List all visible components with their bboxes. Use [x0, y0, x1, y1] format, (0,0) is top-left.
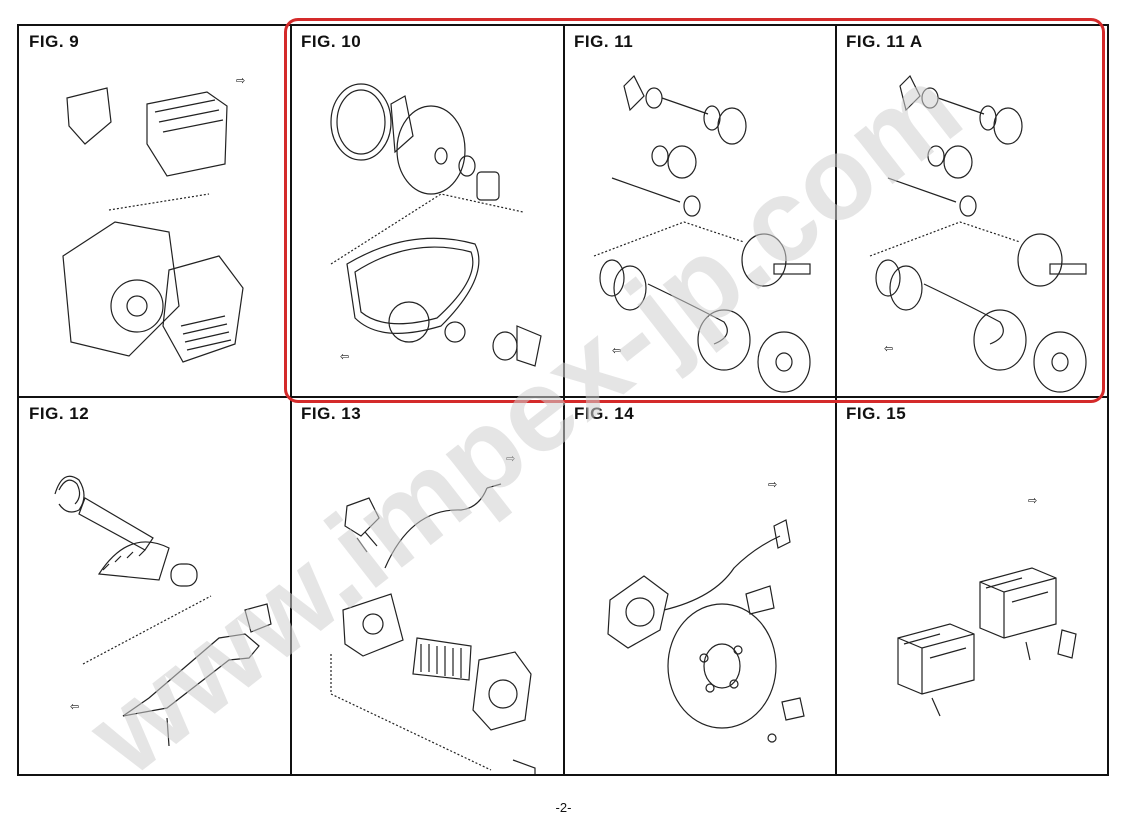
direction-arrow-icon: ⇨ [1028, 494, 1038, 507]
direction-arrow-icon: ⇦ [70, 700, 80, 713]
figure-label: FIG. 11 A [846, 32, 923, 51]
figure-label: FIG. 10 [301, 32, 362, 51]
figure-cell-13: FIG. 13 [291, 398, 563, 774]
fig13-illustration [330, 483, 536, 774]
direction-arrow-icon: ⇦ [340, 350, 350, 363]
figure-cell-15: FIG. 15 [836, 398, 1107, 774]
figure-label: FIG. 15 [846, 404, 907, 423]
page-number: -2- [555, 800, 572, 815]
fig9-illustration [62, 87, 244, 363]
figure-label: FIG. 11 [574, 32, 634, 51]
direction-arrow-icon: ⇦ [612, 344, 622, 357]
direction-arrow-icon: ⇨ [506, 452, 516, 465]
direction-arrow-icon: ⇨ [768, 478, 778, 491]
figure-cell-14: FIG. 14 [564, 398, 835, 774]
highlight-frame [284, 18, 1105, 403]
figure-label: FIG. 12 [29, 404, 90, 423]
figure-label: FIG. 13 [301, 404, 362, 423]
fig14-illustration [607, 519, 805, 743]
fig10-illustration [330, 83, 542, 367]
figure-cell-11a: FIG. 11 A [836, 26, 1107, 396]
direction-arrow-icon: ⇨ [236, 74, 246, 87]
figure-label: FIG. 14 [574, 404, 635, 423]
fig11-illustration [593, 74, 811, 393]
fig12-illustration [54, 475, 272, 747]
figure-label: FIG. 9 [29, 32, 80, 51]
fig15-illustration [897, 567, 1077, 717]
figure-cell-11: FIG. 11 [564, 26, 835, 396]
figure-cell-10: FIG. 10 [291, 26, 563, 396]
figure-cell-12: FIG. 12 [19, 398, 290, 774]
direction-arrow-icon: ⇦ [884, 342, 894, 355]
figure-cell-9: FIG. 9 [19, 26, 290, 396]
fig11a-illustration [869, 74, 1087, 393]
grid-divider [19, 396, 1107, 398]
